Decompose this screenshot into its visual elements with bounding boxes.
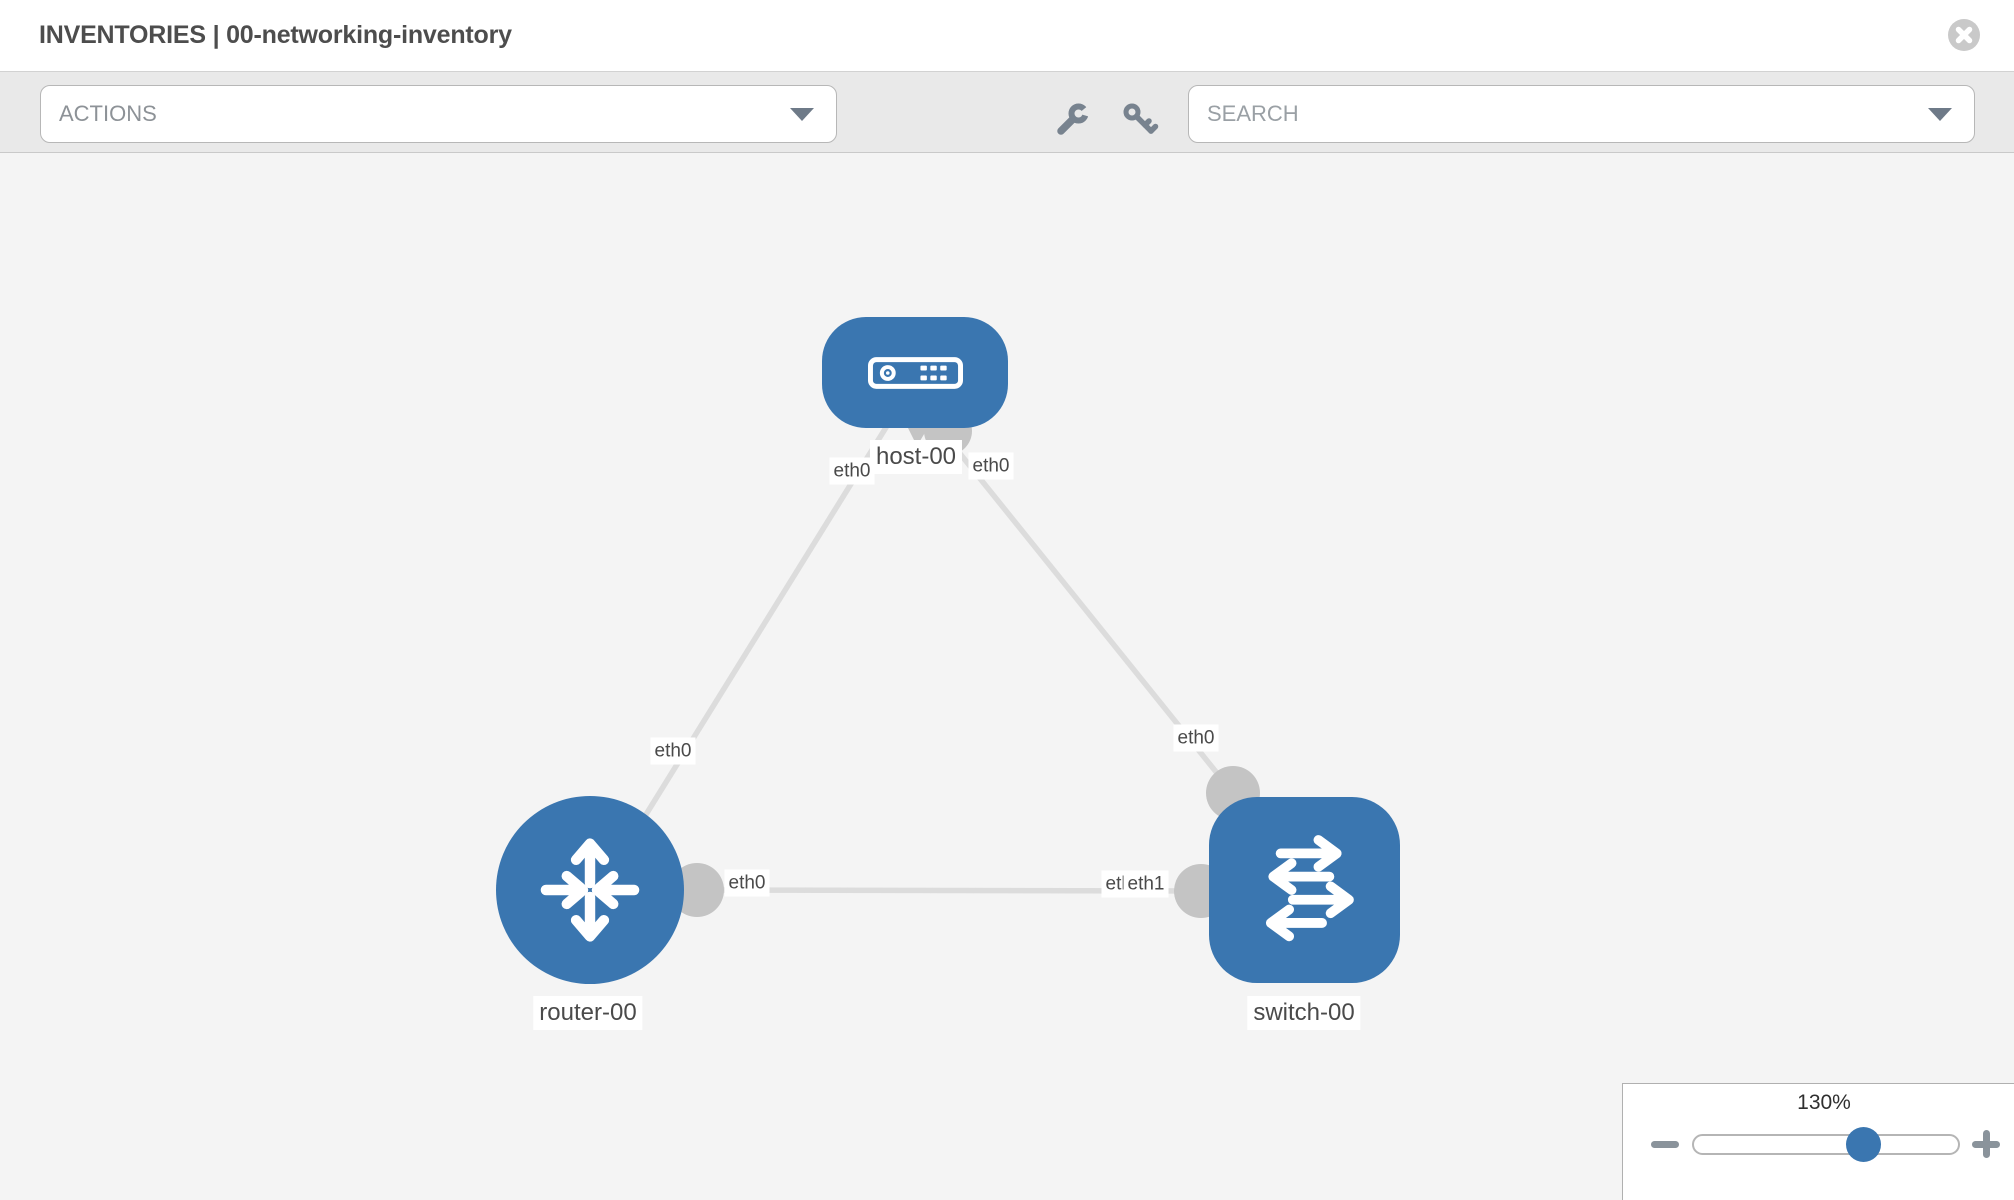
actions-dropdown[interactable]: ACTIONS <box>40 85 837 143</box>
node-label-switch: switch-00 <box>1247 996 1361 1030</box>
node-switch[interactable] <box>1209 797 1400 983</box>
topology-canvas[interactable]: host-00 router-00 switch-00 eth0 eth0 et… <box>0 153 2014 1200</box>
wrench-icon <box>1057 102 1092 135</box>
actions-dropdown-label: ACTIONS <box>59 101 157 126</box>
host-icon <box>867 356 963 389</box>
key-button[interactable] <box>1120 100 1160 140</box>
iface-label-router-top: eth0 <box>650 737 696 765</box>
chevron-down-icon <box>790 108 814 121</box>
zoom-slider-handle[interactable] <box>1846 1127 1881 1162</box>
zoom-level-label: 130% <box>1797 1091 1851 1114</box>
topology-links-layer <box>603 407 1260 918</box>
iface-label-host-left: eth0 <box>829 457 875 485</box>
iface-label-host-right: eth0 <box>968 452 1014 480</box>
search-dropdown <box>1188 85 1975 143</box>
node-label-router: router-00 <box>533 996 643 1030</box>
header: INVENTORIES | 00-networking-inventory <box>0 0 2014 72</box>
link-host-router[interactable] <box>603 419 893 881</box>
search-input[interactable] <box>1189 86 1974 142</box>
close-icon <box>1948 19 1980 51</box>
close-button[interactable] <box>1947 18 1981 52</box>
key-icon <box>1123 103 1159 134</box>
wrench-button[interactable] <box>1052 100 1092 140</box>
zoom-in-button[interactable] <box>1971 1129 2001 1159</box>
iface-label-switch-eth1: eth1 <box>1123 870 1169 898</box>
zoom-out-button[interactable] <box>1650 1129 1680 1159</box>
iface-label-router-right: eth0 <box>724 869 770 897</box>
minus-icon <box>1651 1141 1679 1148</box>
node-host[interactable] <box>822 317 1008 428</box>
iface-label-switch-top: eth0 <box>1173 724 1219 752</box>
chevron-down-icon <box>1928 108 1952 121</box>
plus-icon-vertical <box>1983 1130 1990 1158</box>
zoom-panel: 130% <box>1622 1083 2014 1200</box>
zoom-slider-track[interactable] <box>1692 1134 1960 1155</box>
router-icon <box>540 838 640 942</box>
switch-icon <box>1265 835 1354 942</box>
node-router[interactable] <box>496 796 684 984</box>
page-title: INVENTORIES | 00-networking-inventory <box>39 21 512 49</box>
toolbar: ACTIONS <box>0 72 2014 153</box>
node-label-host: host-00 <box>869 440 963 474</box>
port-circle-router[interactable] <box>670 863 724 917</box>
